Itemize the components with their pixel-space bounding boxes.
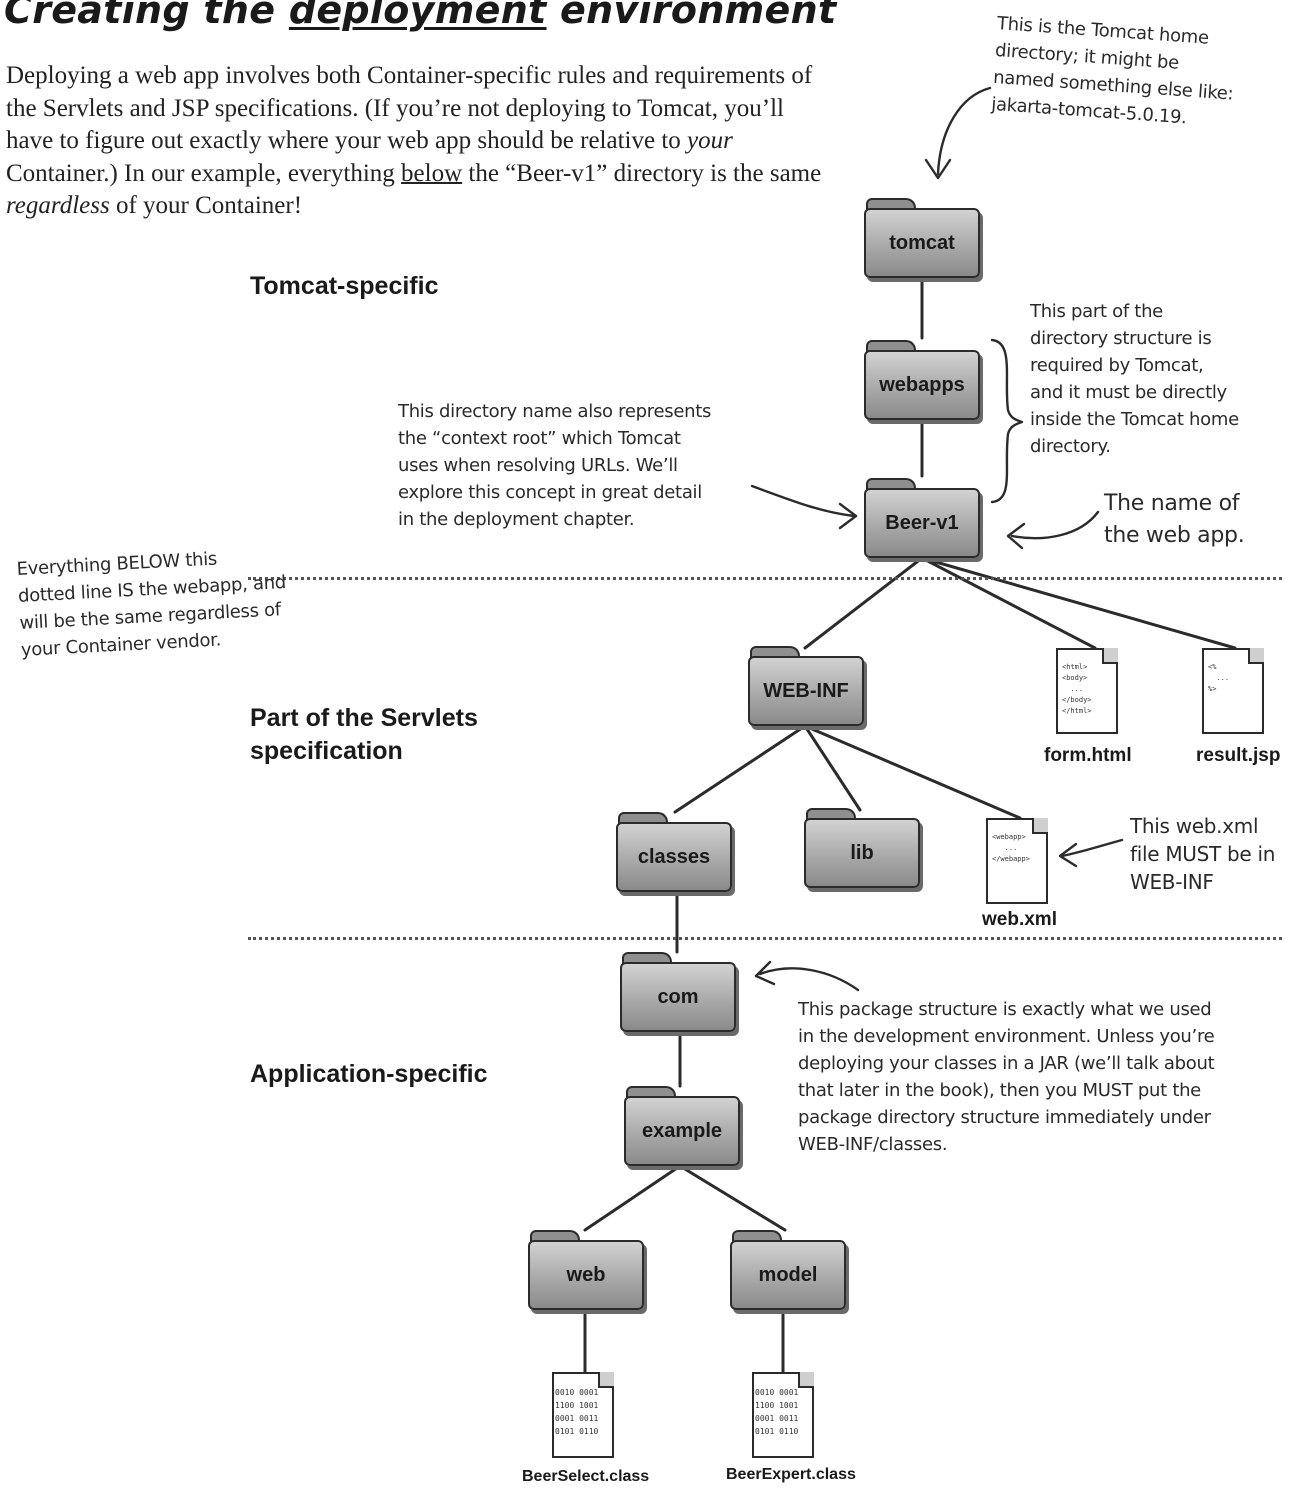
folder-label-tomcat: tomcat xyxy=(889,231,955,254)
intro-text-3: the “Beer-v1” directory is the same xyxy=(462,159,822,187)
section-tomcat-specific: Tomcat-specific xyxy=(250,272,439,300)
intro-text-2: Container.) In our example, everything xyxy=(6,159,402,187)
note-below-line: Everything BELOW this dotted line IS the… xyxy=(16,548,287,661)
folder-label-lib: lib xyxy=(850,841,874,864)
note-package-structure: This package structure is exactly what w… xyxy=(798,999,1215,1155)
folder-label-web: web xyxy=(566,1263,606,1286)
file-beer-select: 0010 0001 1100 1001 0001 0011 0101 0110 xyxy=(552,1372,614,1458)
dotted-divider-webapp xyxy=(248,577,1282,580)
edge-webinf-classes xyxy=(673,724,807,814)
folder-classes: classes xyxy=(616,812,732,892)
arrow-webxml xyxy=(1060,838,1124,858)
intro-text-1: Deploying a web app involves both Contai… xyxy=(6,62,813,154)
brace-tomcat-required xyxy=(990,338,1024,504)
folder-label-web-inf: WEB-INF xyxy=(763,679,849,702)
folder-label-com: com xyxy=(657,985,699,1008)
file-content-result-jsp: <% ... %> xyxy=(1208,663,1230,693)
folder-label-webapps: webapps xyxy=(879,373,965,396)
arrow-package xyxy=(758,967,860,992)
file-label-beer-select: BeerSelect.class xyxy=(522,1468,650,1485)
edge-example-model xyxy=(678,1164,787,1232)
note-webapp-name: The name of the web app. xyxy=(1104,491,1245,548)
arrowhead-package xyxy=(754,960,776,986)
arrowhead-context-root xyxy=(838,502,858,530)
arrowhead-webxml xyxy=(1058,842,1078,868)
folder-web: web xyxy=(528,1230,644,1310)
intro-regardless: regardless xyxy=(6,192,110,219)
folder-label-classes: classes xyxy=(637,845,711,868)
file-form-html: <html> <body> ... </body> </html> xyxy=(1056,648,1118,734)
edge-beer-form xyxy=(920,556,1097,650)
intro-below: below xyxy=(401,159,463,187)
note-context-root: This directory name also represents the … xyxy=(398,401,712,530)
folder-label-example: example xyxy=(641,1119,723,1142)
file-label-beer-expert: BeerExpert.class xyxy=(726,1466,856,1483)
file-content-beer-expert: 0010 0001 1100 1001 0001 0011 0101 0110 xyxy=(755,1388,799,1436)
file-label-result-jsp: result.jsp xyxy=(1196,745,1281,766)
file-label-web-xml: web.xml xyxy=(982,909,1057,930)
folder-label-beer-v1: Beer-v1 xyxy=(885,511,959,534)
file-web-xml: <webapp> ... </webapp> xyxy=(986,818,1048,904)
arrowhead-webapp-name xyxy=(1006,522,1026,550)
file-content-form-html: <html> <body> ... </body> </html> xyxy=(1062,663,1092,715)
page-title: Creating the deployment environment xyxy=(4,0,836,32)
edge-beer-result xyxy=(920,556,1237,650)
folder-com: com xyxy=(620,952,736,1032)
folder-label-model: model xyxy=(758,1263,818,1286)
dotted-divider-package xyxy=(248,937,1282,940)
edge-example-web xyxy=(583,1164,682,1232)
note-required-by-tomcat: This part of the directory structure is … xyxy=(1030,301,1239,457)
folder-web-inf: WEB-INF xyxy=(748,646,864,726)
file-label-form-html: form.html xyxy=(1044,745,1132,766)
edge-webinf-webxml xyxy=(803,724,1022,820)
arrow-webapp-name xyxy=(1010,510,1100,540)
section-app-specific: Application-specific xyxy=(250,1060,488,1088)
arrow-tomcat-home xyxy=(936,86,992,176)
intro-your: your xyxy=(687,127,733,154)
folder-lib: lib xyxy=(804,808,920,888)
edge-beer-webinf xyxy=(803,556,924,650)
title-pre: Creating the xyxy=(4,0,289,32)
section-servlets-spec: Part of the Servlets specification xyxy=(250,704,478,765)
folder-webapps: webapps xyxy=(864,340,980,420)
note-webxml: This web.xml file MUST be in WEB-INF xyxy=(1130,814,1276,894)
intro-text-4: of your Container! xyxy=(109,192,303,219)
arrowhead-tomcat-home xyxy=(924,158,952,180)
edge-webinf-lib xyxy=(803,724,862,812)
note-tomcat-home: This is the Tomcat home directory; it mi… xyxy=(990,12,1235,129)
folder-model: model xyxy=(730,1230,846,1310)
file-beer-expert: 0010 0001 1100 1001 0001 0011 0101 0110 xyxy=(752,1372,814,1458)
file-result-jsp: <% ... %> xyxy=(1202,648,1264,734)
folder-tomcat: tomcat xyxy=(864,198,980,278)
intro-paragraph: Deploying a web app involves both Contai… xyxy=(6,60,826,223)
folder-beer-v1: Beer-v1 xyxy=(864,478,980,558)
file-content-web-xml: <webapp> ... </webapp> xyxy=(992,833,1030,863)
file-content-beer-select: 0010 0001 1100 1001 0001 0011 0101 0110 xyxy=(555,1388,599,1436)
folder-example: example xyxy=(624,1086,740,1166)
title-post: environment xyxy=(546,0,837,32)
arrow-context-root xyxy=(750,484,856,518)
title-underlined: deployment xyxy=(288,0,547,32)
